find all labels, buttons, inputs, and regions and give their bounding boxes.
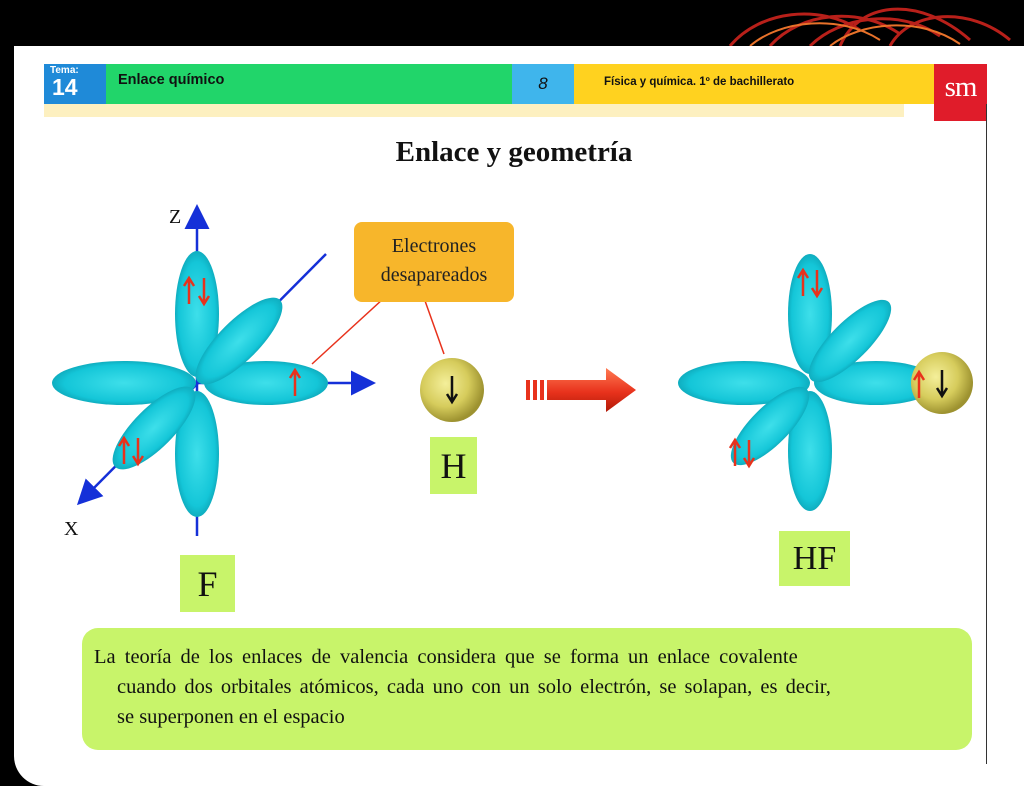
slide: Tema: 14 Enlace químico 8 Física y quími…: [14, 46, 1024, 786]
description-line-1: La teoría de los enlaces de valencia con…: [94, 646, 798, 668]
page-number: 8: [512, 64, 574, 104]
subject-bar: Física y química. 1º de bachillerato: [574, 64, 934, 104]
h-label: H: [430, 437, 477, 494]
publisher-logo: sm: [934, 64, 987, 121]
tema-box: Tema: 14: [44, 64, 106, 104]
header-underline: [44, 104, 904, 117]
unpaired-electrons-callout: Electrones desapareados: [354, 222, 514, 302]
slide-heading: Enlace y geometría: [395, 136, 633, 168]
up-down-electron-pair-icon: [728, 437, 756, 469]
up-electron-icon: [288, 367, 302, 396]
reaction-arrow-icon: [526, 368, 636, 412]
hf-molecule-orbitals: [678, 254, 973, 511]
hf-label: HF: [779, 531, 850, 586]
callout-line-2: desapareados: [380, 264, 488, 286]
description-box: La teoría de los enlaces de valencia con…: [82, 628, 972, 750]
description-line-2: cuando dos orbitales atómicos, cada uno …: [117, 676, 831, 698]
description-line-3: se superponen en el espacio: [117, 706, 345, 728]
z-axis-label: Z: [169, 206, 182, 228]
right-border-line: [986, 104, 987, 764]
x-axis-label: X: [64, 518, 79, 540]
up-electron-icon: [912, 369, 926, 398]
f-label: F: [180, 555, 235, 612]
header-bar: Tema: 14 Enlace químico 8 Física y quími…: [44, 64, 987, 121]
topic-title: Enlace químico: [118, 72, 225, 88]
callout-pointer: [311, 297, 385, 365]
callout-pointer: [423, 297, 445, 355]
orbital-diagram: [52, 204, 973, 536]
tema-label: Tema:: [50, 65, 79, 76]
up-down-electron-pair-icon: [796, 267, 824, 299]
f-atom-orbitals: [52, 204, 376, 536]
callout-line-1: Electrones: [391, 235, 477, 257]
up-down-electron-pair-icon: [182, 275, 211, 307]
decorative-swirl: [728, 7, 1011, 46]
up-down-electron-pair-icon: [117, 435, 145, 467]
down-electron-icon: [935, 370, 949, 399]
subject-text: Física y química. 1º de bachillerato: [604, 76, 795, 88]
title-bar: Enlace químico: [106, 64, 512, 104]
down-electron-icon: [445, 376, 459, 405]
tema-number: 14: [52, 74, 78, 100]
